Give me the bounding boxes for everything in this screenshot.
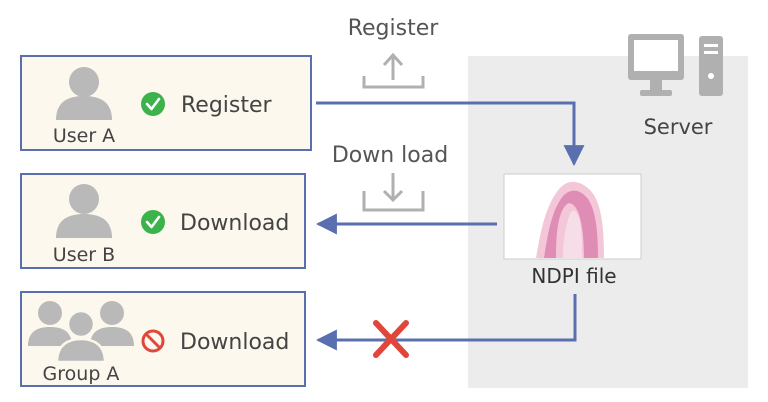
group-a-action: Download [180, 330, 289, 355]
server-label: Server [644, 115, 713, 139]
check-icon [141, 210, 165, 234]
user-b-name: User B [53, 244, 115, 266]
group-icon [28, 301, 134, 364]
download-action-label: Down load [332, 143, 448, 168]
prohibited-icon [141, 329, 165, 353]
user-a-name: User A [53, 125, 115, 147]
register-arrow [316, 101, 585, 167]
download-arrow-group-a [315, 294, 577, 351]
check-icon [141, 92, 165, 116]
file-label: NDPI file [531, 264, 616, 288]
x-mark-icon [373, 320, 409, 358]
group-a-box: Group A Download [20, 291, 306, 387]
download-icon [362, 173, 425, 212]
person-icon [56, 67, 112, 120]
upload-icon [362, 52, 425, 89]
user-b-box: User B Download [20, 173, 306, 269]
person-icon [56, 184, 112, 238]
user-b-action: Download [180, 211, 289, 236]
user-a-box: User A Register [20, 55, 312, 151]
tissue-image [536, 181, 604, 258]
register-action-label: Register [348, 16, 440, 41]
group-a-name: Group A [43, 363, 120, 385]
user-a-action: Register [181, 93, 273, 118]
ndpi-file[interactable] [503, 173, 642, 260]
computer-icon [628, 34, 723, 96]
